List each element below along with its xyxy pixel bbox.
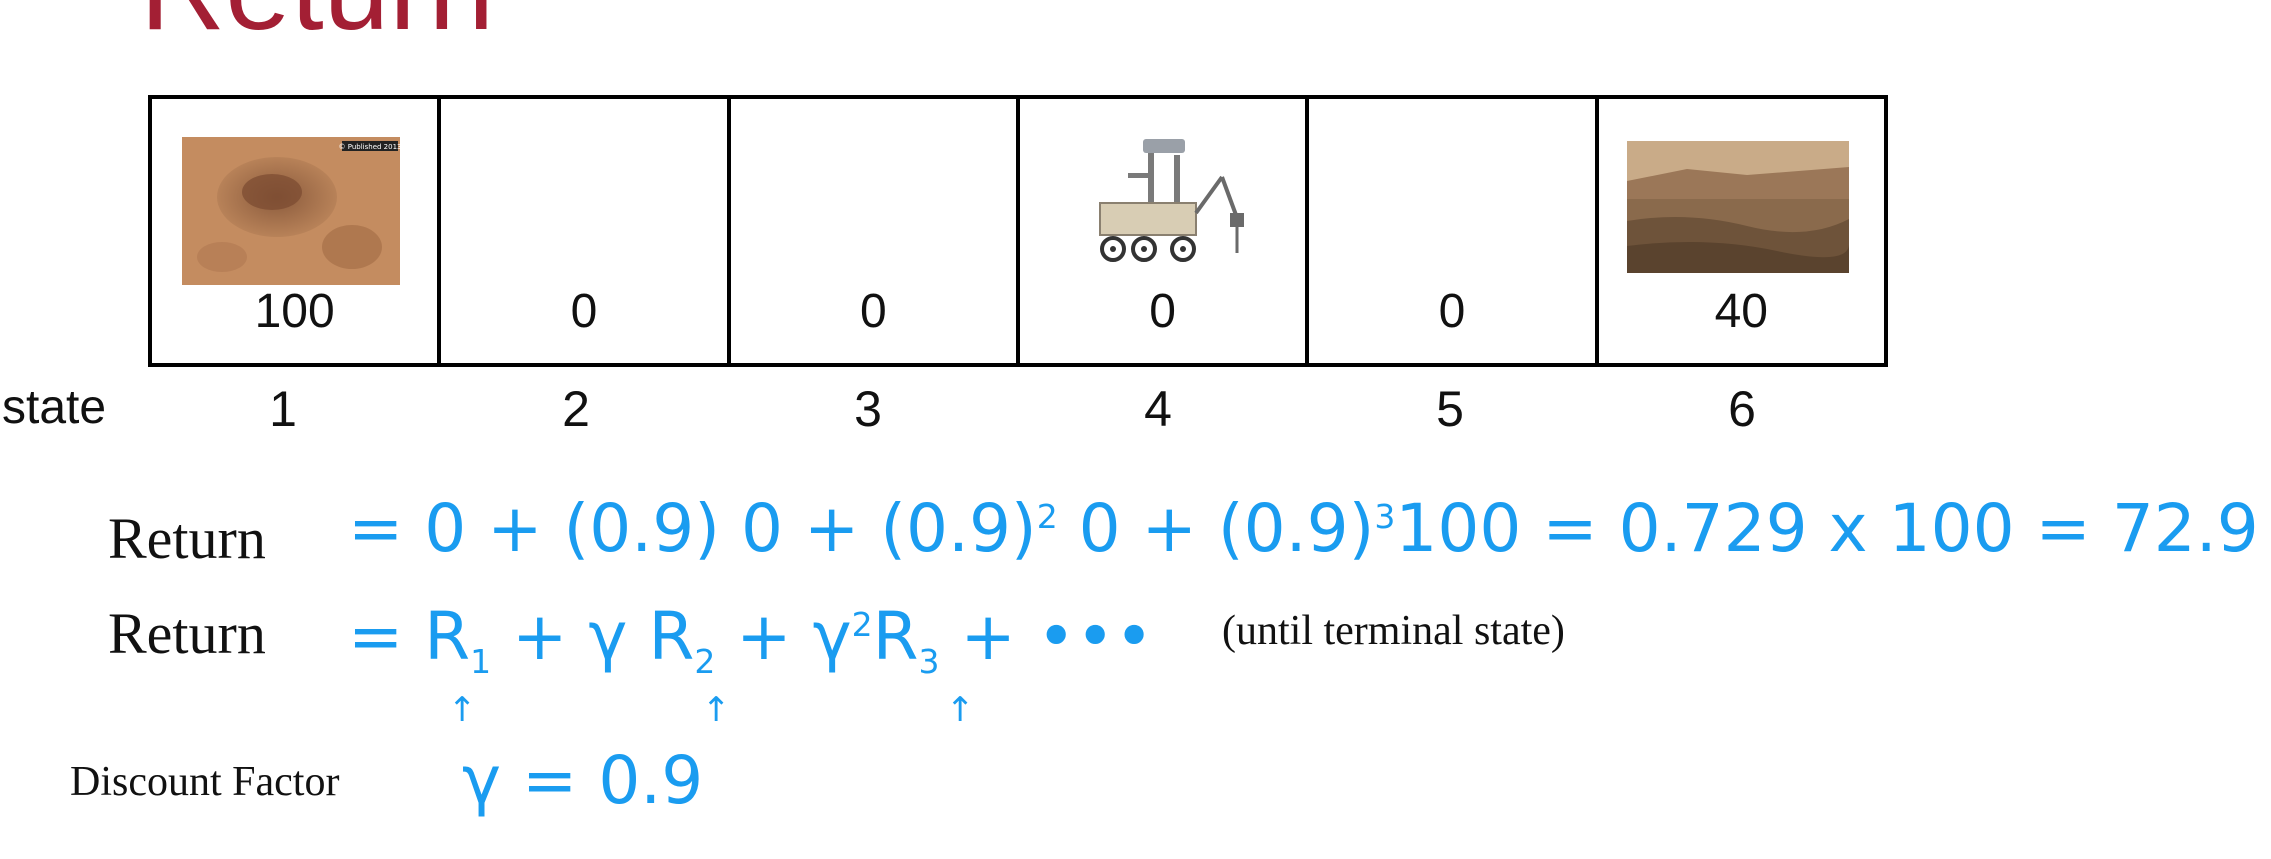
mars-crater-photo: © Published 2013 xyxy=(182,137,400,285)
eq1-part: = 0 + (0.9) 0 + (0.9) xyxy=(348,490,1037,567)
photo-caption: © Published 2013 xyxy=(339,143,400,151)
until-terminal-note: (until terminal state) xyxy=(1222,608,1565,654)
state-cell-1: © Published 2013 100 xyxy=(152,99,442,363)
eq2-part: + γ R xyxy=(512,598,695,675)
eq2-sub: 1 xyxy=(470,642,492,682)
reward-value: 0 xyxy=(859,285,887,338)
state-number: 6 xyxy=(1728,381,1756,437)
slide-title: Return xyxy=(140,0,494,48)
state-number: 2 xyxy=(562,381,590,437)
return-label: Return xyxy=(108,601,266,666)
state-cell-3: 0 xyxy=(731,99,1020,363)
return-equation-numeric: = 0 + (0.9) 0 + (0.9)2 0 + (0.9)3100 = 0… xyxy=(348,490,2259,567)
reward-value: 100 xyxy=(254,285,335,338)
state-cell-6: 40 xyxy=(1599,99,1884,363)
reward-value: 0 xyxy=(570,285,598,338)
state-cell-5: 0 xyxy=(1309,99,1599,363)
eq1-exp: 3 xyxy=(1374,497,1396,536)
eq1-part: 100 = 0.729 x 100 = 72.9 xyxy=(1395,490,2259,567)
eq2-part: + ••• xyxy=(960,598,1154,675)
eq1-part: 0 + (0.9) xyxy=(1078,490,1375,567)
discount-factor-label: Discount Factor xyxy=(70,759,340,805)
reward-value: 0 xyxy=(1438,285,1466,338)
eq2-part: R xyxy=(872,598,919,675)
eq2-exp: 2 xyxy=(851,605,873,644)
eq2-part: + γ xyxy=(736,598,852,675)
eq1-exp: 2 xyxy=(1036,497,1058,536)
state-cell-2: 0 xyxy=(441,99,731,363)
state-number: 3 xyxy=(854,381,882,437)
return-label: Return xyxy=(108,506,266,571)
up-arrow-icon: ↑ xyxy=(702,690,731,730)
eq2-sub: 2 xyxy=(694,642,716,682)
up-arrow-icon: ↑ xyxy=(946,690,975,730)
gamma-equation: γ = 0.9 xyxy=(462,742,704,819)
state-number: 5 xyxy=(1436,381,1464,437)
state-grid: © Published 2013 100 0 0 0 0 xyxy=(148,95,1888,367)
state-number: 1 xyxy=(269,381,297,437)
reward-value: 40 xyxy=(1714,285,1768,338)
up-arrow-icon: ↑ xyxy=(448,690,477,730)
state-cell-4: 0 xyxy=(1020,99,1310,363)
rover-icon xyxy=(1098,139,1244,262)
reward-value: 0 xyxy=(1149,285,1176,338)
eq2-part: = R xyxy=(348,598,471,675)
eq2-sub: 3 xyxy=(918,642,940,682)
state-number: 4 xyxy=(1144,381,1172,437)
state-row-label: state xyxy=(2,381,107,434)
return-equation-symbolic: = R1 + γ R2 + γ2R3 + ••• xyxy=(348,598,1154,681)
mars-landscape-photo xyxy=(1626,141,1849,273)
